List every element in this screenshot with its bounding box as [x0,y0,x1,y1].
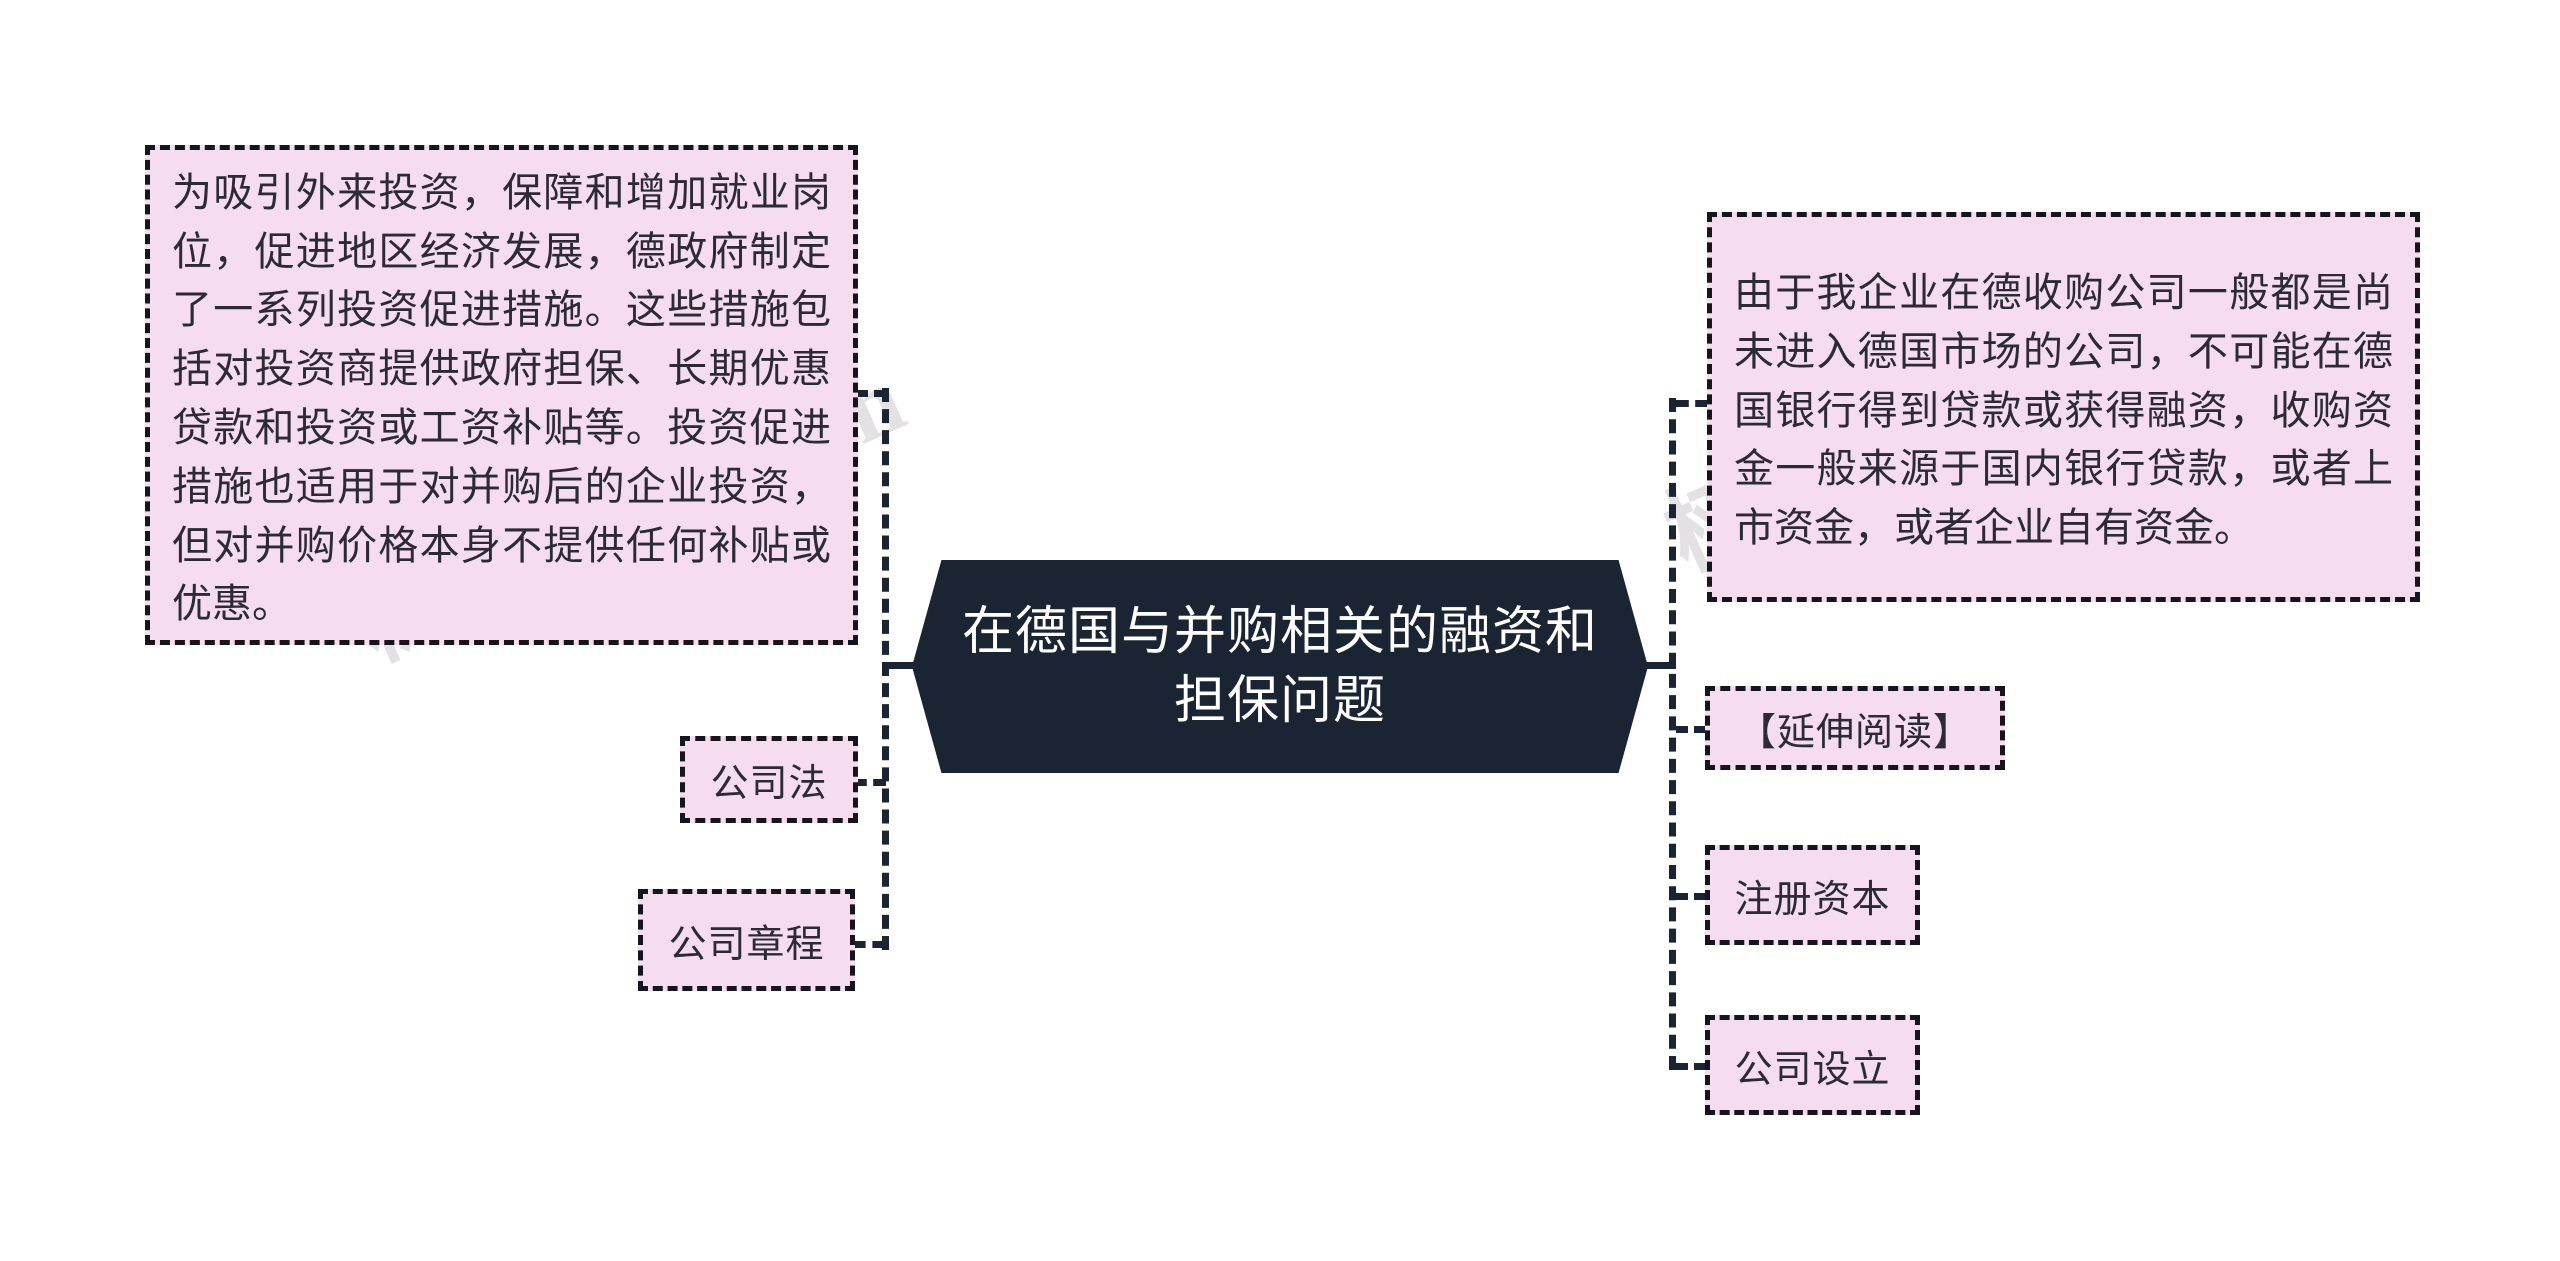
right-stub-registered-capital [1676,893,1706,900]
node-acquisition-funding-note-label: 由于我企业在德收购公司一般都是尚未进入德国市场的公司，不可能在德国银行得到贷款或… [1734,271,2393,551]
right-branch-trunk [1669,398,1676,1070]
left-stub-articles [852,941,886,948]
left-branch-trunk [882,388,889,950]
left-stub-company-law [854,779,886,786]
center-to-right-trunk-connector [1640,662,1676,669]
right-stub-company-establishment [1676,1063,1706,1070]
center-node[interactable]: 在德国与并购相关的融资和担保问题 [912,560,1648,773]
node-further-reading[interactable]: 【延伸阅读】 [1705,686,2005,770]
center-node-label: 在德国与并购相关的融资和担保问题 [961,602,1598,730]
node-articles-of-association-label: 公司章程 [668,923,825,966]
node-investment-promotion-note[interactable]: 为吸引外来投资，保障和增加就业岗位，促进地区经济发展，德政府制定了一系列投资促进… [145,145,858,645]
node-investment-promotion-note-label: 为吸引外来投资，保障和增加就业岗位，促进地区经济发展，德政府制定了一系列投资促进… [172,170,831,627]
node-registered-capital-label: 注册资本 [1734,878,1891,921]
left-stub-paragraph [856,390,886,397]
node-company-law-label: 公司法 [710,763,828,805]
node-company-establishment-label: 公司设立 [1734,1048,1891,1091]
node-acquisition-funding-note[interactable]: 由于我企业在德收购公司一般都是尚未进入德国市场的公司，不可能在德国银行得到贷款或… [1707,212,2420,602]
node-company-law[interactable]: 公司法 [680,736,858,823]
left-trunk-to-center-connector [886,662,922,669]
node-registered-capital[interactable]: 注册资本 [1705,845,1920,945]
node-articles-of-association[interactable]: 公司章程 [638,889,855,991]
right-stub-further-reading [1676,726,1706,733]
node-further-reading-label: 【延伸阅读】 [1737,711,1972,754]
right-stub-paragraph [1676,400,1708,407]
node-company-establishment[interactable]: 公司设立 [1705,1015,1920,1115]
